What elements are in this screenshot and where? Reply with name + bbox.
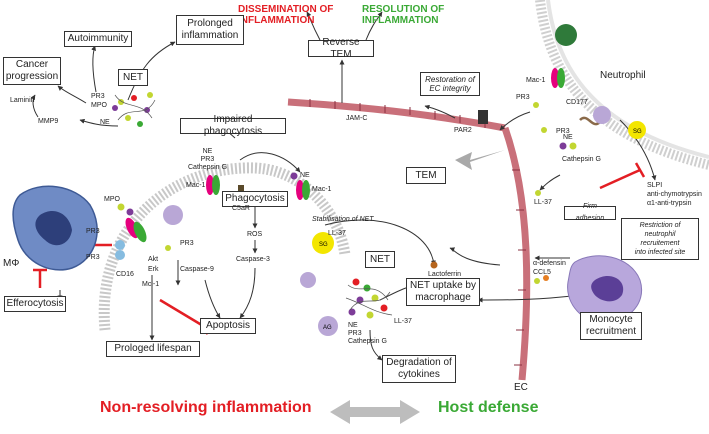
mphi-label: MΦ (3, 258, 20, 269)
erk-label: Erk (148, 266, 159, 273)
pr3-cell-label: PR3 (86, 228, 100, 235)
neutrophil-membrane (535, 0, 709, 170)
cancer-progression-box: Cancer progression (3, 57, 61, 85)
resolution-header: RESOLUTION OF INFLAMMATION (362, 4, 445, 26)
autoimmunity-box: Autoimmunity (64, 31, 132, 47)
reverse-tem-box: Reverse TEM (308, 37, 374, 60)
mac1-center-label: Mac-1 (186, 182, 206, 189)
ne-edge-label: NE (300, 172, 310, 179)
ne-pr3-catg-label: NE PR3 Cathepsin G (188, 148, 227, 171)
sg-label-2: SG (633, 129, 642, 135)
pr3-mpo-label: PR3 MPO (91, 93, 107, 109)
tem-box: TEM (406, 167, 446, 184)
ec-label: EC (514, 382, 528, 393)
receptor-ellipses (115, 68, 601, 260)
cd16-label: CD16 (116, 271, 134, 278)
phagocytosis-box: Phagocytosis (222, 191, 288, 207)
macrophage-nucleus (35, 210, 72, 246)
sg-label-1: SG (319, 242, 328, 248)
ll37-mid-label: LL-37 (328, 230, 346, 237)
mmp9-label: MMP9 (38, 118, 59, 125)
ag-label-1: AG (323, 325, 332, 331)
ne-right-label: NE (563, 134, 573, 141)
bottom-double-arrow (330, 400, 420, 424)
dissemination-header: DISSEMINATION OF INFLAMMATION (238, 4, 334, 26)
arrows (30, 11, 657, 361)
ne-pr3-catg-net-label: NE PR3 Cathepsin G (348, 322, 387, 345)
impaired-phagocytosis-box: Impaired phagocytosis (180, 114, 286, 137)
host-defense-label: Host defense (438, 399, 539, 416)
granules (163, 24, 646, 336)
mpo-label: MPO (104, 196, 120, 203)
central-neutrophil-membrane (98, 162, 351, 331)
caspase9-label: Caspase-9 (180, 266, 214, 273)
mcl1-label: Mcl-1 (142, 281, 160, 288)
non-resolving-label: Non-resolving inflammation (100, 399, 312, 416)
par2-receptor (478, 110, 488, 124)
firm-adhesion-box: Firm adhesion (564, 203, 616, 222)
molecule-dots (112, 92, 577, 319)
net-filaments (114, 94, 393, 316)
efferocytosis-box: Efferocytosis (4, 296, 66, 312)
cd177-label: CD177 (566, 99, 588, 106)
monocyte-nucleus (591, 275, 624, 302)
catg-right-label: Cathepsin G (562, 156, 601, 163)
degradation-box: Degradation of cytokines (382, 355, 456, 383)
net-top-box: NET (118, 69, 148, 86)
ne-left-label: NE (100, 119, 110, 126)
stabilisation-label: Stabilisation of NET (312, 216, 374, 223)
net-uptake-box: NET uptake by macrophage (406, 278, 480, 306)
endothelium-horizontal (287, 98, 506, 132)
pr3-right-top-label: PR3 (516, 94, 530, 101)
prolonged-lifespan-box: Prologed lifespan (106, 341, 200, 357)
pr3-right-mid-label: PR3 (556, 128, 570, 135)
c5ar-label: C5aR (232, 205, 250, 212)
inhibition-lines (33, 162, 646, 335)
ll37-net-label: LL-37 (394, 318, 412, 325)
par2-label: PAR2 (454, 127, 472, 134)
lactoferrin-label: Lactoferrin (428, 271, 462, 278)
neutrophil-label: Neutrophil (600, 70, 646, 81)
caspase3-label: Caspase-3 (236, 256, 270, 263)
endothelium-vertical (501, 126, 531, 381)
restoration-ec-box: Restoration of EC integrity (420, 72, 480, 96)
neutrophil-membrane-inner (546, 0, 709, 159)
akt-label: Akt (148, 256, 159, 263)
net-mid-box: NET (365, 251, 395, 268)
ll37-right-label: LL-37 (534, 199, 552, 206)
pr3-casp-label: PR3 (180, 240, 194, 247)
tem-big-arrow (455, 150, 505, 170)
alpha-defensin-label: α-defensin CCL5 (533, 260, 566, 276)
restriction-box: Restriction of neutrophil recruitement i… (621, 218, 699, 260)
jamc-label: JAM-C (346, 115, 368, 122)
mac1-right-label: Mac-1 (526, 77, 546, 84)
monocyte-recruitment-box: Monocyte recruitment (580, 312, 642, 340)
apoptosis-box: Apoptosis (200, 318, 256, 334)
mac1-edge-label: Mac-1 (312, 186, 332, 193)
prolonged-inflammation-box: Prolonged inflammation (176, 15, 244, 45)
slpi-label: SLPI anti-chymotrypsin α1-anti-trypsin (647, 182, 702, 207)
pr3-left-label: PR3 (86, 254, 100, 261)
laminin-label: Laminin (10, 97, 35, 104)
ros-label: ROS (247, 231, 263, 238)
